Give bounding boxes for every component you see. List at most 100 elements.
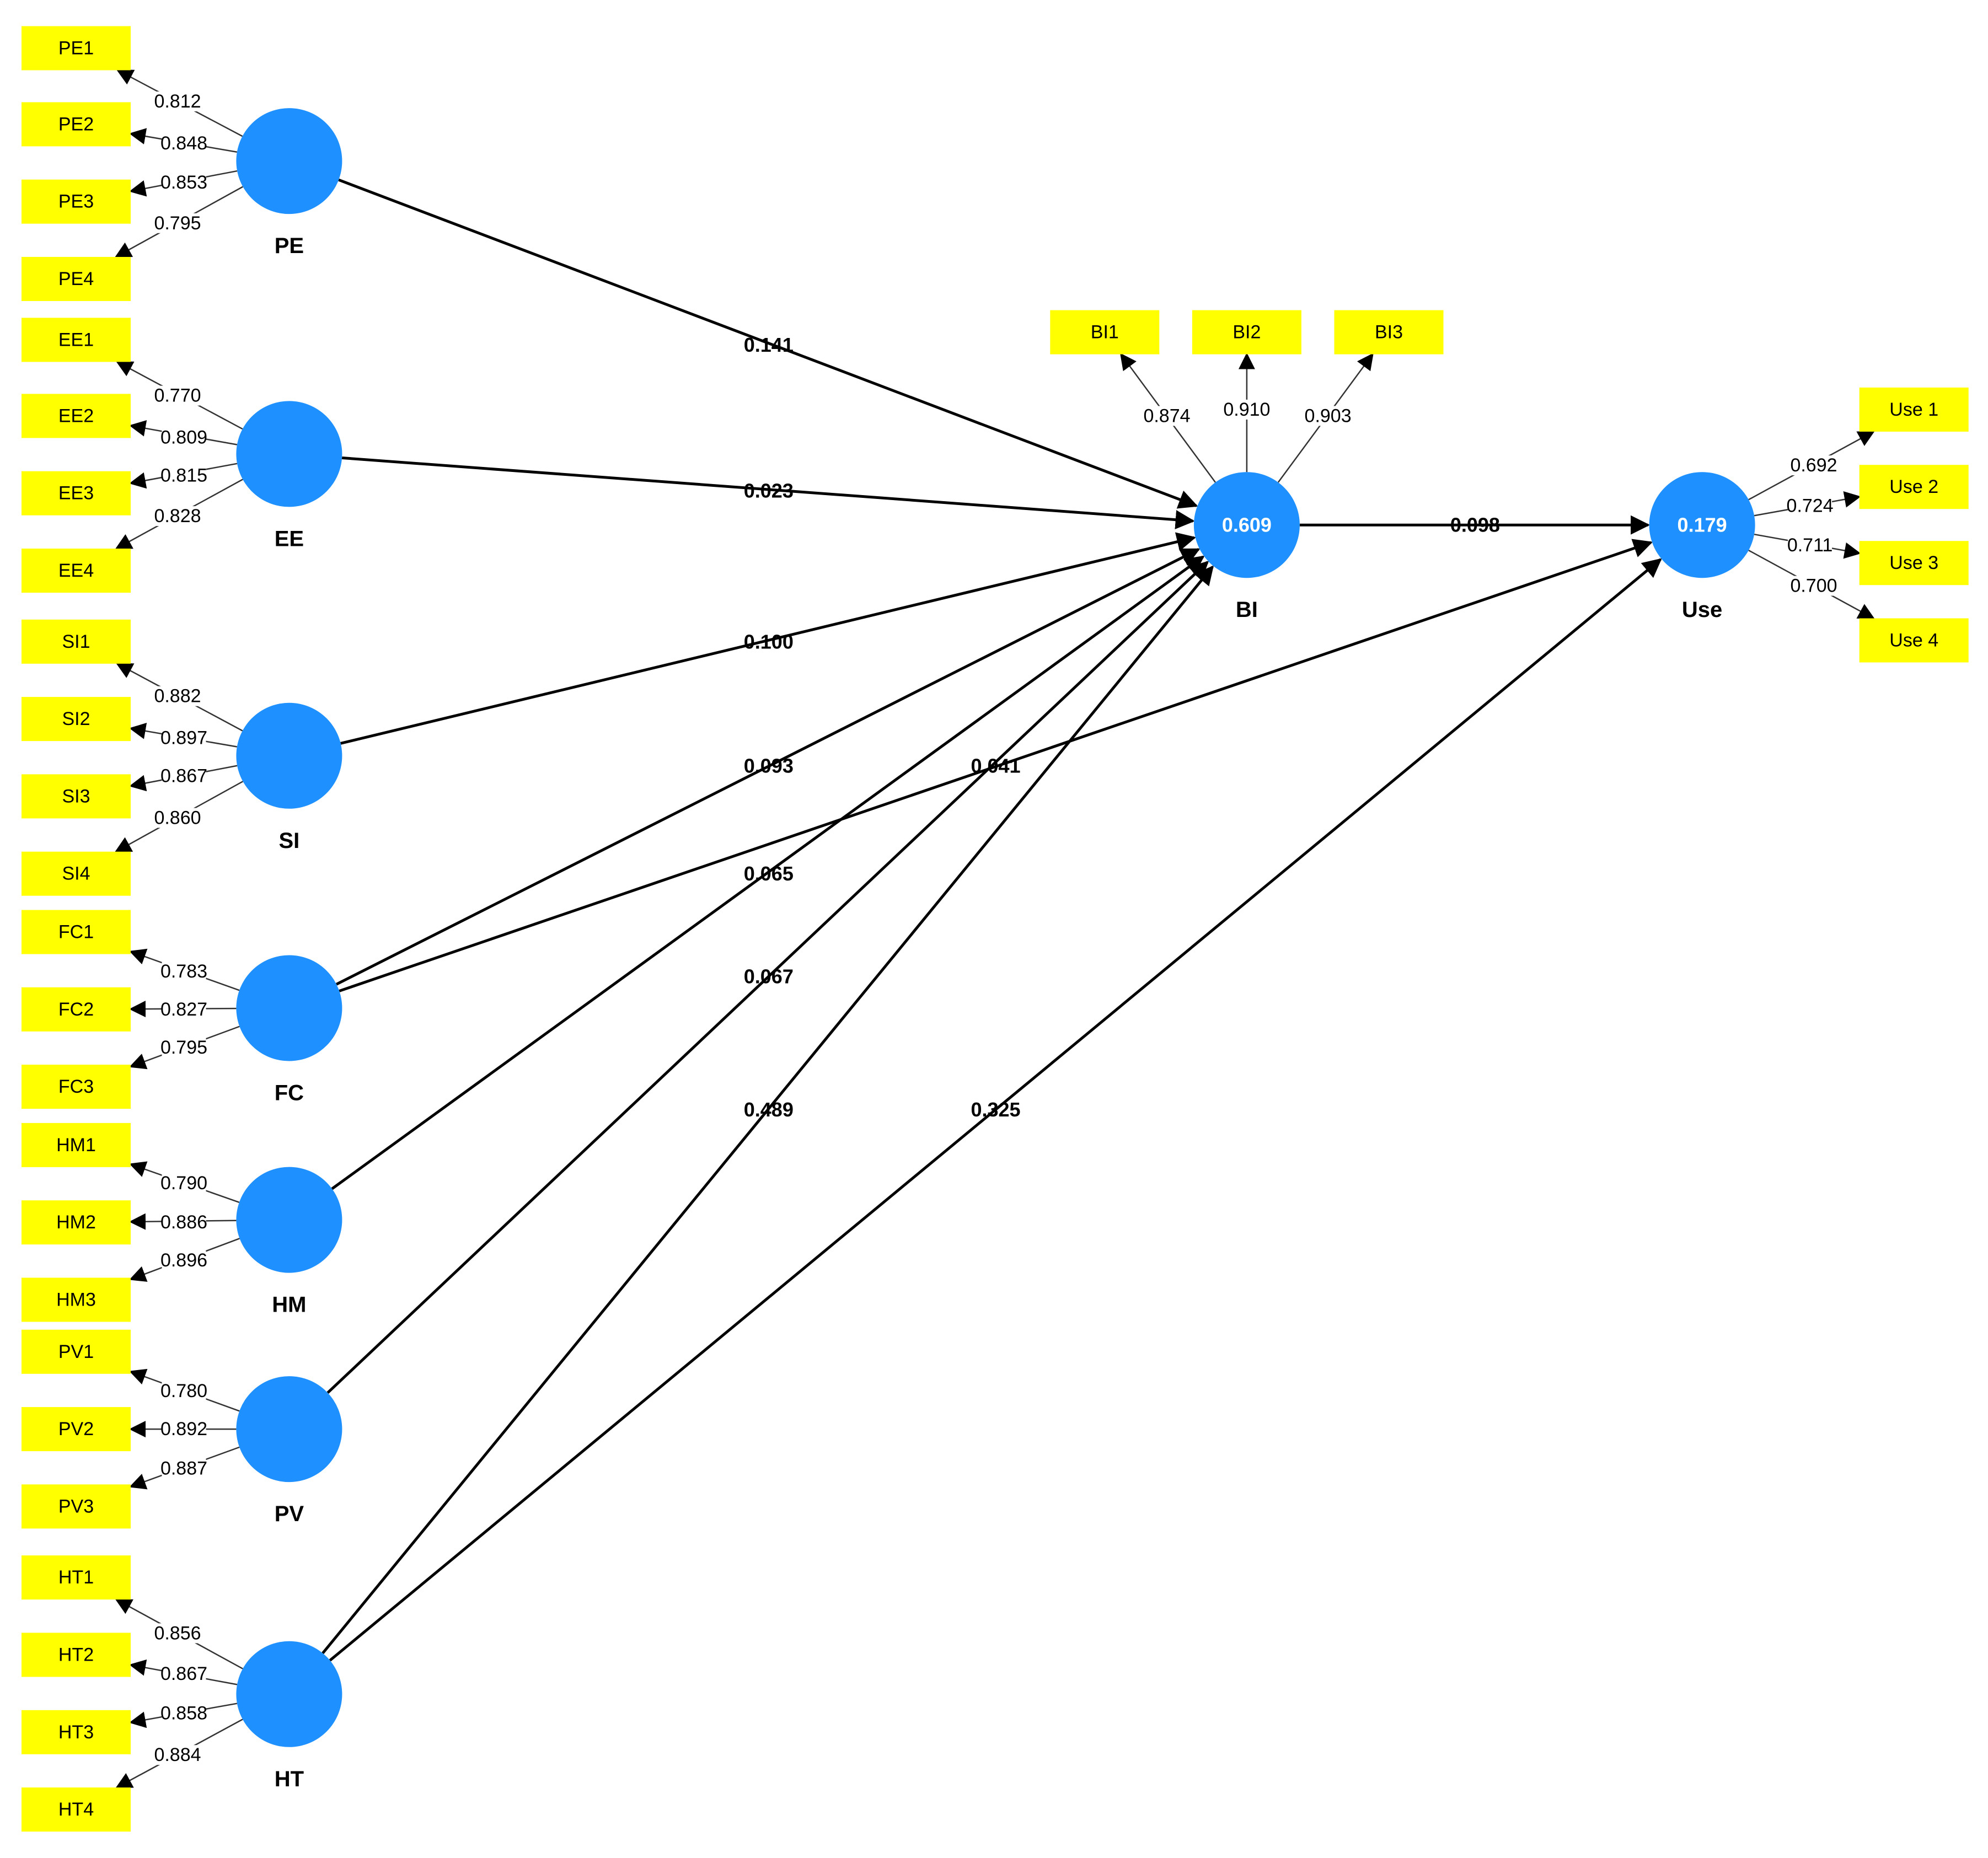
indicator-use-4-label: Use 4	[1889, 630, 1938, 651]
indicator-si3-box[interactable]	[22, 774, 131, 819]
indicator-pv2-box[interactable]	[22, 1407, 131, 1452]
indicator-pe3-box[interactable]	[22, 179, 131, 224]
indicator-ht3-box[interactable]	[22, 1710, 131, 1754]
loading-label-bg	[162, 999, 206, 1019]
indicator-pe1-box[interactable]	[22, 26, 131, 71]
indicator-layer	[22, 26, 1969, 1832]
construct-ht-name: HT	[275, 1767, 304, 1791]
indicator-si4-box[interactable]	[22, 851, 131, 896]
indicator-pe2-box[interactable]	[22, 102, 131, 147]
indicator-ee1-box[interactable]	[22, 318, 131, 362]
indicator-pv3-label: PV3	[58, 1496, 94, 1517]
loading-label-bg	[156, 506, 200, 527]
loading-value-pe1: 0.812	[154, 91, 201, 112]
path-coefficient-fc-bi: 0.093	[744, 755, 794, 777]
construct-hm-node[interactable]	[236, 1167, 342, 1273]
indicator-pe4-box[interactable]	[22, 257, 131, 301]
indicator-use-3-box[interactable]	[1859, 541, 1969, 586]
indicator-use-4-box[interactable]	[1859, 618, 1969, 663]
loading-label-bg	[162, 1458, 206, 1479]
loading-value-hm3: 0.896	[160, 1250, 207, 1271]
indicator-si2-box[interactable]	[22, 697, 131, 742]
indicator-ht2-box[interactable]	[22, 1633, 131, 1677]
loading-label-bg	[1788, 535, 1832, 555]
indicator-ee4-box[interactable]	[22, 549, 131, 593]
indicator-pe2-label: PE2	[58, 114, 94, 135]
loading-label-bg	[156, 1623, 200, 1644]
path-ht-use-line	[329, 558, 1662, 1662]
indicator-bi1-box[interactable]	[1050, 310, 1160, 355]
loading-label-bg	[162, 1173, 206, 1193]
loading-layer	[114, 69, 1875, 1789]
indicator-use-1-box[interactable]	[1859, 387, 1969, 432]
indicator-use-1-label: Use 1	[1889, 399, 1938, 420]
construct-use-node[interactable]	[1649, 472, 1755, 578]
indicator-hm3-box[interactable]	[22, 1277, 131, 1322]
loading-value-use-1: 0.692	[1790, 455, 1837, 476]
indicator-pv3-box[interactable]	[22, 1484, 131, 1529]
indicator-fc3-box[interactable]	[22, 1065, 131, 1109]
loading-label-bg	[162, 1419, 206, 1440]
construct-pe-name: PE	[275, 234, 304, 258]
path-fc-use-line	[339, 539, 1653, 992]
loading-value-fc2: 0.827	[160, 999, 207, 1020]
loading-label-bg	[1792, 576, 1836, 596]
loading-label-bg	[162, 465, 206, 486]
loading-value-hm1: 0.790	[160, 1173, 207, 1194]
construct-bi-name: BI	[1236, 598, 1258, 622]
indicator-bi3-label: BI3	[1375, 322, 1403, 343]
loading-value-use-2: 0.724	[1787, 496, 1834, 517]
loading-value-fc1: 0.783	[160, 961, 207, 982]
loading-value-use-3: 0.711	[1787, 535, 1833, 556]
path-coefficient-hm-bi: 0.065	[744, 862, 794, 885]
path-coefficient-pv-bi: 0.067	[744, 965, 794, 988]
indicator-ee3-box[interactable]	[22, 471, 131, 515]
construct-ee-node[interactable]	[236, 401, 342, 507]
path-coefficient-ee-bi: 0.023	[744, 480, 794, 502]
construct-hm-name: HM	[272, 1293, 306, 1317]
indicator-ht3-label: HT3	[58, 1722, 94, 1743]
path-coefficient-fc-use: 0.041	[971, 755, 1020, 777]
indicator-ee1-label: EE1	[58, 329, 94, 350]
loading-value-ee3: 0.815	[160, 465, 207, 486]
indicator-use-2-box[interactable]	[1859, 465, 1969, 509]
loading-value-ee1: 0.770	[154, 385, 201, 406]
indicator-ee2-box[interactable]	[22, 394, 131, 438]
construct-ee-name: EE	[275, 527, 304, 551]
path-pe-bi-line	[338, 178, 1198, 509]
construct-bi-r-squared: 0.609	[1222, 514, 1272, 536]
indicator-use-3-label: Use 3	[1889, 552, 1938, 573]
indicator-bi2-box[interactable]	[1192, 310, 1301, 355]
loading-value-pv2: 0.892	[160, 1419, 207, 1440]
indicator-fc2-box[interactable]	[22, 987, 131, 1032]
construct-ht-node[interactable]	[236, 1641, 342, 1747]
path-coefficient-pe-bi: 0.141	[744, 334, 794, 356]
indicator-ht4-box[interactable]	[22, 1787, 131, 1832]
indicator-si1-box[interactable]	[22, 619, 131, 664]
construct-fc-name: FC	[275, 1081, 304, 1105]
construct-pv-node[interactable]	[236, 1376, 342, 1483]
loading-value-bi1: 0.874	[1143, 405, 1190, 426]
indicator-hm1-box[interactable]	[22, 1123, 131, 1167]
indicator-hm2-box[interactable]	[22, 1200, 131, 1245]
indicator-pe1-label: PE1	[58, 37, 94, 58]
indicator-pv1-box[interactable]	[22, 1329, 131, 1374]
indicator-hm3-label: HM3	[56, 1290, 96, 1311]
construct-bi-node[interactable]	[1193, 472, 1300, 578]
construct-si-node[interactable]	[236, 702, 342, 809]
construct-pe-node[interactable]	[236, 108, 342, 214]
path-coefficient-ht-bi: 0.489	[744, 1098, 794, 1121]
loading-label-bg	[162, 1381, 206, 1401]
loading-label-bg	[1792, 455, 1836, 476]
path-pv-bi-line	[326, 561, 1209, 1394]
indicator-bi3-box[interactable]	[1334, 310, 1444, 355]
indicator-fc1-box[interactable]	[22, 910, 131, 954]
loading-label-bg	[162, 961, 206, 981]
indicator-fc2-label: FC2	[58, 999, 94, 1020]
construct-use-name: Use	[1682, 598, 1722, 622]
loading-value-fc3: 0.795	[160, 1037, 207, 1058]
construct-fc-node[interactable]	[236, 955, 342, 1061]
indicator-fc3-label: FC3	[58, 1076, 94, 1097]
indicator-ht1-box[interactable]	[22, 1555, 131, 1600]
